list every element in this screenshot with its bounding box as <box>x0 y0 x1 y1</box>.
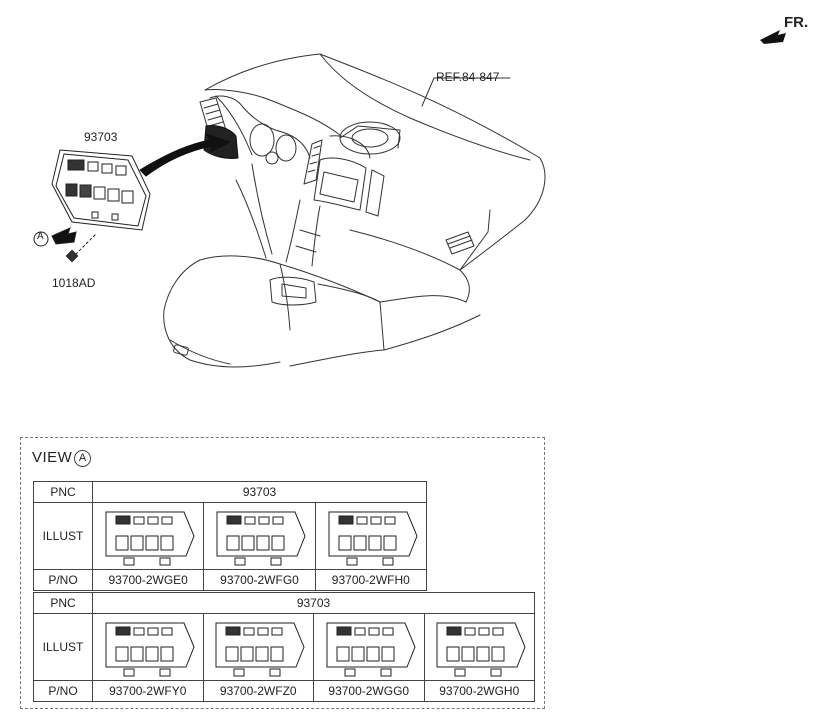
illust-header: ILLUST <box>33 613 93 681</box>
switch-assembly-93703-drawing <box>51 149 151 231</box>
switch-illustration-cell <box>91 502 205 570</box>
table-row: PNC 93703 <box>33 592 535 614</box>
pno-header: P/NO <box>33 569 93 591</box>
view-a-marker: A <box>37 231 44 242</box>
front-direction-arrow-icon <box>760 30 786 44</box>
part-number-cell: 93700-2WGH0 <box>423 680 535 702</box>
bolt-icon <box>65 233 97 263</box>
switch-illustration-cell <box>202 613 314 681</box>
pno-header: P/NO <box>33 680 93 702</box>
view-marker-circle: A <box>74 450 92 467</box>
switch-illustration-cell <box>92 613 204 681</box>
pnc-header: PNC <box>33 481 93 503</box>
switch-panel-icon <box>105 511 195 566</box>
part-number-cell: 93700-2WGE0 <box>91 569 205 591</box>
table-row: ILLUST <box>33 613 535 681</box>
part-number-cell: 93700-2WGG0 <box>313 680 425 702</box>
view-a-panel <box>20 437 545 709</box>
pnc-header: PNC <box>33 592 93 614</box>
switch-panel-icon <box>216 511 307 566</box>
illust-header: ILLUST <box>33 502 93 570</box>
reference-label: REF.84-847 <box>436 70 500 84</box>
switch-illustration-cell <box>423 613 535 681</box>
view-title-text: VIEW <box>32 449 73 466</box>
part-number-cell: 93700-2WFG0 <box>203 569 316 591</box>
switch-illustration-cell <box>203 502 316 570</box>
bolt-part-number-callout: 1018AD <box>52 276 96 290</box>
switch-panel-icon <box>436 622 526 677</box>
table-row: PNC 93703 <box>33 481 427 503</box>
table-row: P/NO 93700-2WFY0 93700-2WFZ0 93700-2WGG0… <box>33 680 535 702</box>
part-number-cell: 93700-2WFY0 <box>92 680 204 702</box>
switch-illustration-cell <box>314 502 428 570</box>
parts-table-1: PNC 93703 ILLUST P/NO 93700-2WGE0 93700-… <box>33 481 428 591</box>
front-direction-label: FR. <box>784 14 809 31</box>
switch-illustration-cell <box>313 613 425 681</box>
switch-panel-icon <box>215 622 305 677</box>
pnc-value: 93703 <box>92 592 535 614</box>
table-row: P/NO 93700-2WGE0 93700-2WFG0 93700-2WFH0 <box>33 569 428 591</box>
part-number-cell: 93700-2WFH0 <box>314 569 428 591</box>
switch-panel-icon <box>328 511 418 566</box>
view-a-arrow-icon <box>33 227 77 247</box>
parts-table-2: PNC 93703 ILLUST P/NO 93700-2WFY0 93700-… <box>33 592 535 702</box>
switch-panel-icon <box>326 622 416 677</box>
switch-part-number-callout: 93703 <box>84 130 118 144</box>
table-row: ILLUST <box>33 502 428 570</box>
pnc-value: 93703 <box>92 481 427 503</box>
part-number-cell: 93700-2WFZ0 <box>202 680 314 702</box>
dashboard-diagram <box>139 53 546 368</box>
switch-panel-icon <box>105 622 195 677</box>
